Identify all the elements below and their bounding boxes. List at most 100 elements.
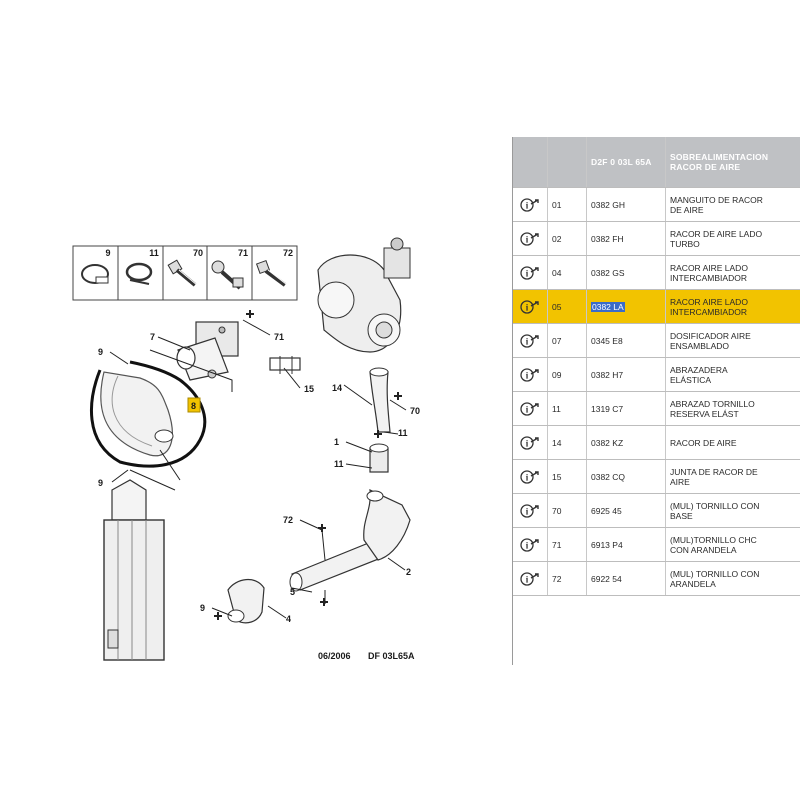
info-arrow-icon-glyph: i	[520, 333, 539, 348]
intercooler-part[interactable]	[103, 479, 165, 661]
info-cell[interactable]: i	[513, 493, 548, 528]
svg-text:i: i	[526, 404, 529, 414]
ref-cell: 11	[547, 391, 587, 426]
sleeve-part-1[interactable]	[369, 443, 389, 473]
ref-cell: 07	[547, 323, 587, 358]
info-cell[interactable]: i	[513, 357, 548, 392]
pipe-part-14[interactable]	[369, 367, 391, 433]
small-part-label: 11	[149, 248, 159, 258]
info-cell[interactable]: i	[513, 323, 548, 358]
info-arrow-icon[interactable]: i	[513, 367, 547, 383]
info-arrow-icon-glyph: i	[520, 537, 539, 552]
part-code: 1319 C7	[591, 403, 624, 414]
info-cell[interactable]: i	[513, 187, 548, 222]
info-cell[interactable]: i	[513, 425, 548, 460]
callout-label: 7	[150, 332, 155, 342]
table-header-row: D2F 0 03L 65A SOBREALIMENTACION RACOR DE…	[513, 137, 800, 188]
info-arrow-icon-glyph: i	[520, 197, 539, 212]
svg-text:i: i	[526, 438, 529, 448]
description-line: ARANDELA	[670, 578, 716, 589]
description-line: RACOR DE AIRE	[670, 437, 737, 448]
code-cell: 6925 45	[586, 493, 666, 528]
svg-text:i: i	[526, 574, 529, 584]
info-arrow-icon[interactable]: i	[513, 469, 547, 485]
info-arrow-icon[interactable]: i	[513, 537, 547, 553]
callout-label: 8	[191, 401, 196, 411]
description-line: (MUL) TORNILLO CON	[670, 500, 760, 511]
info-arrow-icon[interactable]: i	[513, 299, 547, 315]
callout-label: 14	[332, 383, 342, 393]
info-cell[interactable]: i	[513, 221, 548, 256]
svg-text:i: i	[526, 302, 529, 312]
exploded-parts-diagram: 9 11 70 71 72	[72, 237, 420, 661]
info-arrow-icon[interactable]: i	[513, 435, 547, 451]
code-cell: 0382 GH	[586, 187, 666, 222]
hose-part-4[interactable]	[227, 579, 265, 624]
svg-text:i: i	[526, 370, 529, 380]
ref-cell: 72	[547, 561, 587, 596]
small-parts-strip: 9 11 70 71 72	[72, 245, 298, 301]
info-arrow-icon[interactable]: i	[513, 401, 547, 417]
header-description-line: SOBREALIMENTACION	[670, 152, 769, 162]
ref-cell: 01	[547, 187, 587, 222]
ref-cell: 70	[547, 493, 587, 528]
info-arrow-icon[interactable]: i	[513, 231, 547, 247]
part-code: 0382 KZ	[591, 437, 624, 448]
info-cell[interactable]: i	[513, 255, 548, 290]
info-arrow-icon[interactable]: i	[513, 503, 547, 519]
info-arrow-icon[interactable]: i	[513, 265, 547, 281]
air-doser-part[interactable]	[176, 321, 239, 381]
ref-cell: 04	[547, 255, 587, 290]
ref-cell: 09	[547, 357, 587, 392]
info-cell[interactable]: i	[513, 459, 548, 494]
description-line: ABRAZAD TORNILLO	[670, 398, 755, 409]
info-arrow-icon-glyph: i	[520, 367, 539, 382]
part-code: 0382 CQ	[591, 471, 626, 482]
info-cell[interactable]: i	[513, 527, 548, 562]
info-arrow-icon[interactable]: i	[513, 197, 547, 213]
code-cell: 0382 CQ	[586, 459, 666, 494]
description-line: INTERCAMBIADOR	[670, 272, 747, 283]
info-cell[interactable]: i	[513, 391, 548, 426]
bolt-markers	[214, 310, 402, 620]
air-gasket-part[interactable]	[269, 356, 301, 374]
info-arrow-icon-glyph: i	[520, 231, 539, 246]
ref-cell: 05	[547, 289, 587, 324]
info-arrow-icon[interactable]: i	[513, 571, 547, 587]
info-cell[interactable]: i	[513, 561, 548, 596]
code-cell: 0382 GS	[586, 255, 666, 290]
header-cell-empty	[547, 137, 587, 188]
svg-text:i: i	[526, 234, 529, 244]
description-line: DOSIFICADOR AIRE	[670, 330, 751, 341]
part-code: 0382 GH	[591, 199, 626, 210]
code-cell: 0345 E8	[586, 323, 666, 358]
pipe-part-2[interactable]	[363, 489, 411, 561]
info-cell[interactable]: i	[513, 289, 548, 324]
description-line: (MUL)TORNILLO CHC	[670, 534, 757, 545]
callout-label: 11	[398, 428, 408, 438]
svg-text:i: i	[526, 506, 529, 516]
description-line: ELÁSTICA	[670, 374, 712, 385]
header-code: D2F 0 03L 65A	[586, 137, 666, 188]
part-code: 0382 GS	[591, 267, 625, 278]
description-line: RACOR AIRE LADO	[670, 296, 748, 307]
code-cell: 0382 FH	[586, 221, 666, 256]
info-arrow-icon[interactable]: i	[513, 333, 547, 349]
hose-part-8[interactable]	[90, 360, 207, 468]
small-part-label: 70	[193, 248, 203, 258]
